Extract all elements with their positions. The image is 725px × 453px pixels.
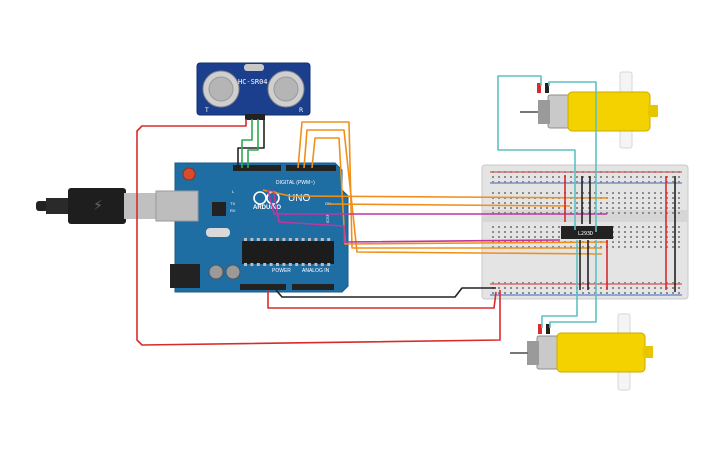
wire-orange-3[interactable] — [311, 137, 609, 245]
usb-cable[interactable]: ⚡ — [36, 188, 156, 224]
wire-red-5v[interactable] — [267, 290, 497, 309]
ultrasonic-sensor[interactable]: HC-SR04 T R — [196, 62, 311, 120]
sensor-model-label: HC-SR04 — [238, 78, 268, 86]
wire-green-echo[interactable] — [247, 119, 259, 168]
wire-black-gnd[interactable] — [275, 287, 496, 298]
arduino-logo: ARDUINO — [253, 205, 281, 211]
tx-label: TX — [230, 201, 235, 206]
board-name: UNO — [288, 193, 310, 204]
wire-orange-4[interactable] — [262, 189, 609, 199]
driver-label: L293D — [578, 231, 593, 237]
sensor-t-label: T — [204, 107, 209, 114]
arduino-uno[interactable]: ARDUINO UNO DIGITAL (PWM~) POWER ANALOG … — [155, 162, 349, 293]
l293d-driver[interactable]: L293D — [561, 226, 613, 239]
wire-teal-motor-top-a[interactable] — [497, 75, 576, 230]
digital-header-label: DIGITAL (PWM~) — [276, 180, 315, 186]
wire-black-sensor-gnd[interactable] — [237, 119, 265, 168]
svg-text:⚡: ⚡ — [93, 198, 103, 214]
wire-teal-motor-bot-b[interactable] — [549, 240, 597, 328]
icsp-label: ICSP — [325, 213, 330, 223]
rx-label: RX — [230, 208, 236, 213]
dc-motor-top[interactable] — [520, 71, 658, 149]
wire-red-sensor-vcc[interactable] — [136, 119, 501, 346]
analog-header-label: ANALOG IN — [302, 268, 330, 274]
wire-orange-5[interactable] — [326, 203, 571, 207]
wire-green-trig[interactable] — [241, 119, 253, 168]
wire-teal-motor-bot-a[interactable] — [541, 240, 578, 328]
wire-magenta-2[interactable] — [272, 189, 561, 243]
wire-magenta-1[interactable] — [267, 189, 607, 215]
power-header-label: POWER — [272, 268, 291, 274]
sensor-r-label: R — [299, 107, 303, 114]
wire-orange-1[interactable] — [297, 121, 602, 249]
dc-motor-bottom[interactable] — [510, 313, 653, 391]
l-label: L — [232, 189, 235, 194]
wire-orange-2[interactable] — [303, 129, 603, 255]
wires — [136, 75, 676, 346]
wire-teal-motor-top-b[interactable] — [548, 81, 597, 232]
